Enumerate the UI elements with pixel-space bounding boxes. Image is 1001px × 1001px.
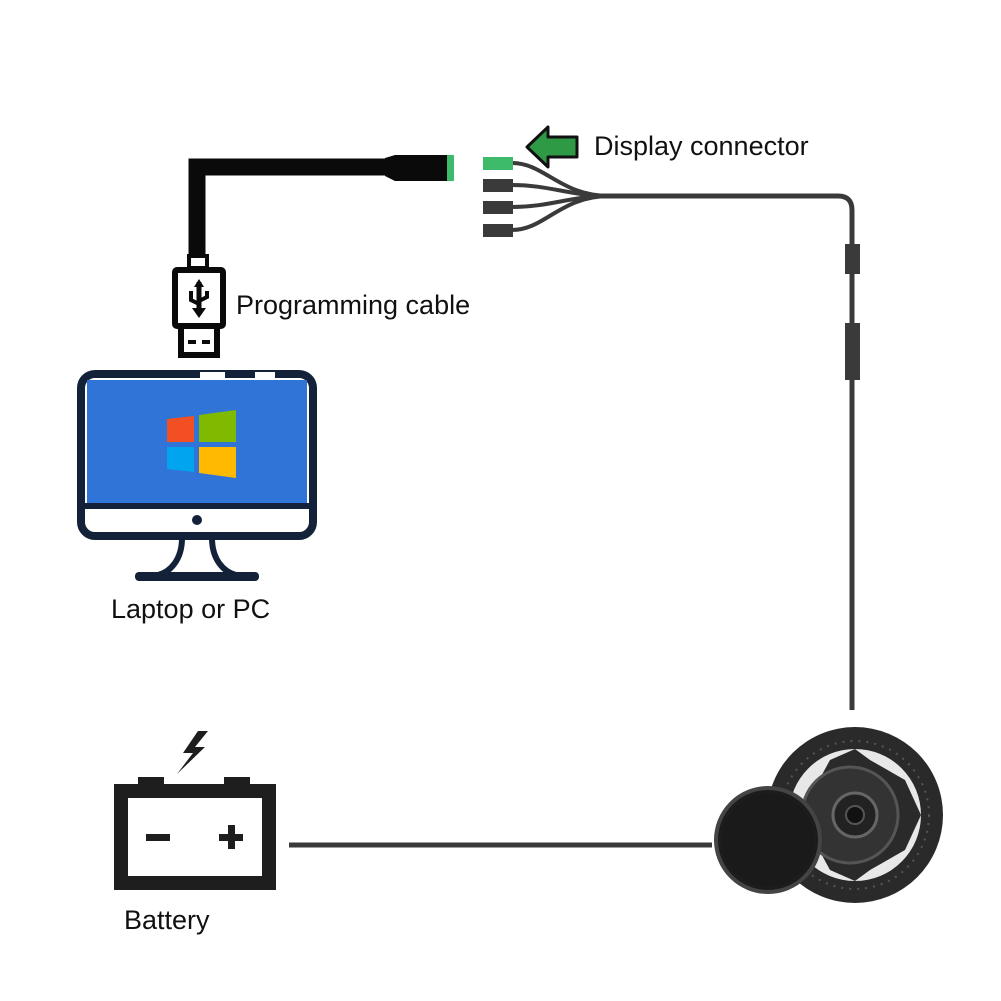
harness-main-cable (600, 193, 860, 710)
harness-plug-2 (483, 179, 513, 192)
minus-icon (146, 834, 170, 841)
computer-monitor (77, 370, 317, 581)
harness-branches (511, 161, 611, 232)
inline-connector-1 (845, 244, 860, 274)
display-connector-label: Display connector (594, 131, 809, 161)
inline-connector-2 (845, 323, 860, 380)
computer-label: Laptop or PC (111, 594, 271, 624)
arrow-left-icon (525, 125, 579, 169)
harness-plug-4 (483, 224, 513, 237)
battery-icon (114, 777, 276, 890)
display-connector-plug (483, 157, 513, 170)
windows-logo-icon (167, 410, 236, 478)
programming-cable (187, 155, 454, 270)
battery-label: Battery (124, 905, 210, 935)
monitor-button (192, 515, 202, 525)
harness-plug-3 (483, 201, 513, 214)
programming-cable-label: Programming cable (236, 290, 471, 320)
monitor-screen (87, 380, 307, 504)
lightning-icon (177, 731, 208, 774)
programming-cable-green-tip (447, 155, 454, 181)
mid-drive-motor-icon (714, 727, 943, 903)
usb-icon (172, 267, 226, 358)
